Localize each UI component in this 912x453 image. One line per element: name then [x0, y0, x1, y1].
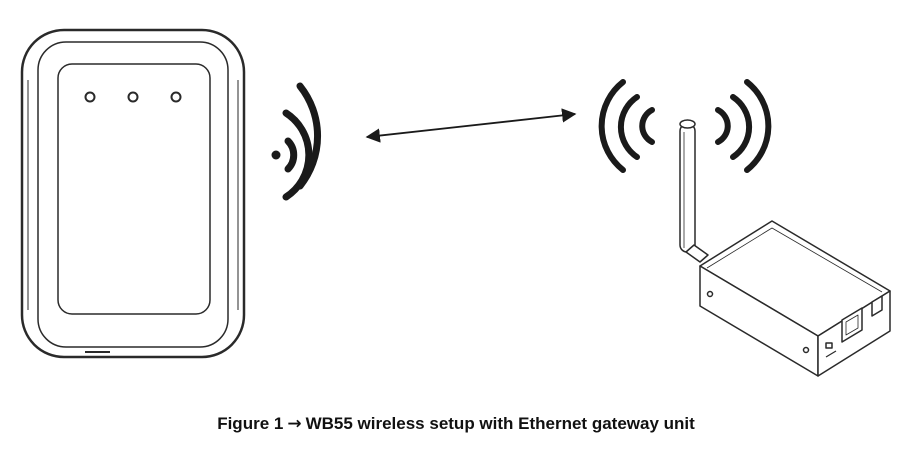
- caption-prefix: Figure 1: [217, 414, 284, 433]
- sensor-front-panel: [57, 63, 211, 315]
- sensor-led-group: [84, 91, 182, 103]
- gateway-wave-left-2: [617, 94, 640, 160]
- gateway-screw-2: [802, 346, 810, 354]
- gateway-wave-right-2: [730, 94, 753, 160]
- caption-arrow-icon: →: [287, 414, 302, 434]
- gateway-signal-icon: [598, 79, 772, 173]
- gateway-ethernet-port: [841, 307, 863, 343]
- figure-caption: Figure 1→WB55 wireless setup with Ethern…: [0, 414, 912, 434]
- sensor-led-2: [127, 91, 139, 103]
- signal-wave-3: [296, 82, 321, 190]
- gateway-aux-port: [871, 295, 883, 317]
- wireless-sensor-icon: [20, 28, 246, 359]
- gateway-wave-right-1: [715, 107, 731, 145]
- sensor-inner-bezel: [37, 41, 229, 348]
- signal-wave-1: [284, 137, 298, 173]
- gateway-wave-right-3: [744, 79, 772, 173]
- gateway-ethernet-port-inner: [845, 314, 859, 336]
- gateway-antenna-joint: [685, 244, 709, 263]
- wifi-signal-icon: [271, 82, 321, 201]
- gateway-small-port: [825, 342, 833, 349]
- gateway-antenna: [679, 123, 696, 253]
- gateway-wave-left-1: [639, 107, 655, 145]
- signal-wave-2: [282, 109, 313, 201]
- setup-diagram: [20, 28, 891, 377]
- bidirectional-arrow-icon: [365, 108, 577, 143]
- caption-text: WB55 wireless setup with Ethernet gatewa…: [305, 414, 695, 433]
- sensor-outer-shell: [20, 28, 246, 359]
- sensor-led-1: [84, 91, 96, 103]
- sensor-led-3: [170, 91, 182, 103]
- gateway-wave-left-3: [598, 79, 626, 173]
- gateway-antenna-tip: [679, 119, 696, 129]
- gateway-led-strip: [825, 350, 837, 358]
- gateway-screw-1: [706, 290, 714, 298]
- ethernet-gateway-icon: [679, 119, 891, 377]
- gateway-top-edge: [706, 227, 883, 293]
- signal-source-dot: [271, 150, 281, 160]
